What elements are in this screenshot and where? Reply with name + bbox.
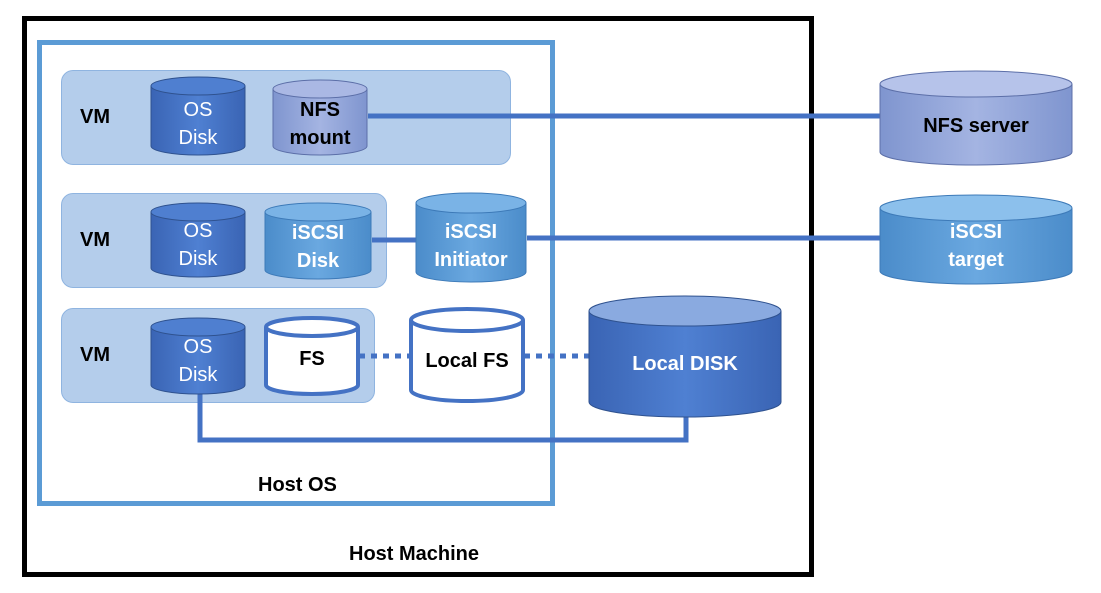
vm3-os-disk-cylinder	[150, 317, 246, 395]
host-os-frame	[37, 40, 555, 506]
iscsi-target-line2: target	[948, 249, 1004, 271]
nfs-server-label: NFS server	[923, 115, 1029, 137]
local-fs-label: Local FS	[425, 350, 509, 372]
local-disk-cylinder	[588, 295, 782, 418]
nfs-mount-label: NFS mount	[273, 96, 367, 152]
fs-label: FS	[299, 348, 325, 370]
host-machine-frame	[22, 16, 814, 577]
iscsi-target-label: iSCSI target	[880, 218, 1072, 274]
vm1-os-disk-line2: Disk	[178, 127, 218, 149]
vm2-os-disk-cylinder	[150, 202, 246, 278]
iscsi-disk-line1: iSCSI	[291, 222, 345, 244]
vm3-label: VM	[80, 344, 110, 366]
host-os-label: Host OS	[258, 474, 337, 496]
vm1-label: VM	[80, 106, 110, 128]
vm3-os-disk-line2: Disk	[178, 364, 218, 386]
nfs-mount-cylinder	[272, 79, 368, 156]
nfs-mount-line1: NFS	[300, 99, 340, 121]
iscsi-target-cylinder	[879, 194, 1073, 285]
fs-cylinder	[264, 316, 360, 396]
iscsi-initiator-line1: iSCSI	[444, 221, 498, 243]
local-fs-cylinder	[409, 307, 525, 403]
vm2-os-disk-line2: Disk	[178, 248, 218, 270]
vm2-os-disk-label: OS Disk	[151, 217, 245, 273]
iscsi-disk-line2: Disk	[296, 250, 340, 272]
local-disk-label: Local DISK	[632, 353, 738, 375]
iscsi-initiator-label: iSCSI Initiator	[416, 218, 526, 274]
os-disk-to-local-disk-line	[197, 393, 689, 443]
nfs-server-cylinder	[879, 70, 1073, 166]
host-machine-label: Host Machine	[349, 543, 480, 565]
vm2-label: VM	[80, 229, 110, 251]
vm3-os-disk-line1: OS	[183, 336, 213, 358]
vm2-os-disk-line1: OS	[183, 220, 213, 242]
iscsi-disk-label: iSCSI Disk	[265, 219, 371, 275]
iscsi-disk-cylinder	[264, 202, 372, 280]
iscsi-initiator-line2: Initiator	[434, 249, 508, 271]
vm1-os-disk-label: OS Disk	[151, 96, 245, 152]
iscsi-target-line1: iSCSI	[949, 221, 1003, 243]
vm1-os-disk-cylinder	[150, 76, 246, 156]
vm1-os-disk-line1: OS	[183, 99, 213, 121]
connection-lines	[197, 113, 882, 443]
vm3-os-disk-label: OS Disk	[151, 333, 245, 389]
nfs-mount-line2: mount	[289, 127, 351, 149]
iscsi-initiator-cylinder	[415, 192, 527, 283]
